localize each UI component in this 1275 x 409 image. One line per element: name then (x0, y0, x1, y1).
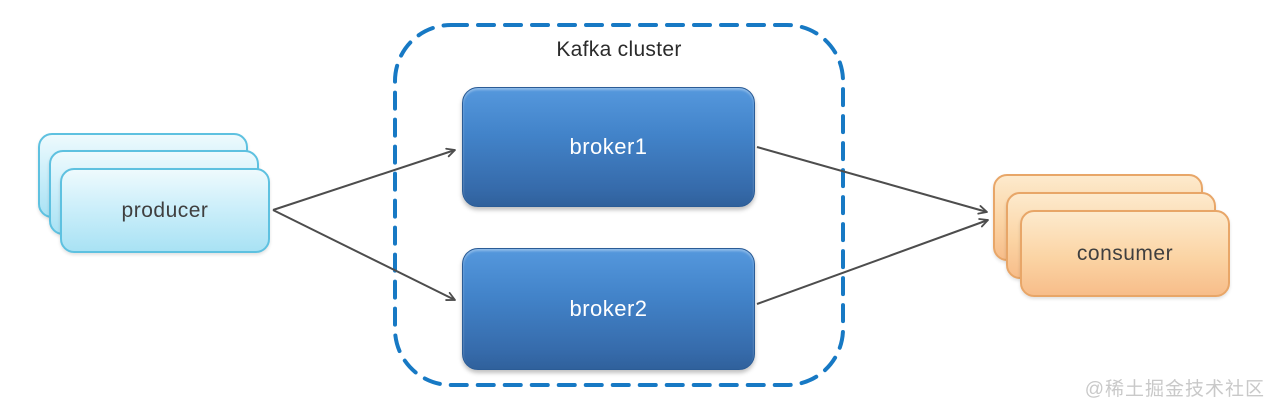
broker2-label: broker2 (569, 296, 648, 321)
arrow-producer-to-broker2 (272, 209, 456, 301)
arrow-producer-to-broker1 (272, 147, 456, 211)
broker2-node: broker2 (462, 248, 755, 370)
consumer-node: consumer (1020, 210, 1230, 297)
arrow-broker2-to-consumer (756, 218, 989, 305)
watermark: @稀土掘金技术社区 (1084, 379, 1265, 400)
consumer-label: consumer (1076, 241, 1174, 265)
producer-label: producer (121, 198, 209, 222)
arrow-broker1-to-consumer (756, 146, 988, 215)
producer-node: producer (60, 168, 270, 253)
broker1-node: broker1 (462, 87, 755, 207)
broker1-label: broker1 (569, 134, 648, 159)
cluster-title: Kafka cluster (556, 38, 682, 61)
